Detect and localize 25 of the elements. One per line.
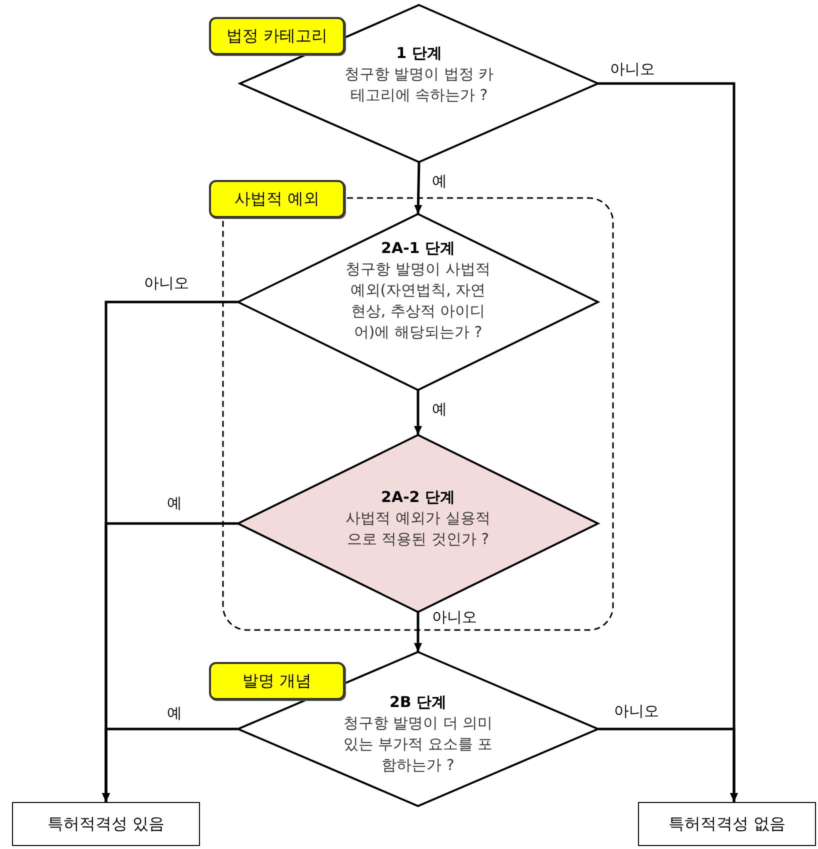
- result-box: 특허적격성 있음: [12, 802, 200, 846]
- edge-label: 아니오: [430, 608, 479, 626]
- flow-arrow: [102, 728, 238, 802]
- decision-diamond: [238, 214, 598, 390]
- category-tag: 법정 카테고리: [209, 17, 345, 55]
- decision-diamond: [238, 652, 598, 806]
- question-text: 청구항 발명이 더 의미있는 부가적 요소를 포함하는가 ?: [343, 713, 493, 776]
- edge-label: 아니오: [608, 60, 657, 78]
- category-tag: 사법적 예외: [209, 180, 345, 218]
- step-heading: 2A-2 단계: [380, 487, 456, 508]
- question-text: 청구항 발명이 법정 카테고리에 속하는가 ?: [344, 64, 494, 106]
- question-text: 청구항 발명이 사법적 예외(자연법칙, 자연현상, 추상적 아이디어)에 해당되는가 ?: [344, 259, 492, 343]
- flow-arrow: [414, 162, 422, 214]
- result-box: 특허적격성 없음: [638, 802, 816, 846]
- step-heading: 2B 단계: [388, 692, 448, 713]
- flow-arrow: [414, 612, 422, 652]
- flow-arrow: [414, 390, 422, 435]
- category-tag: 발명 개념: [209, 662, 345, 700]
- edge-label: 아니오: [612, 702, 661, 720]
- step-heading: 2A-1 단계: [380, 238, 456, 259]
- question-text: 사법적 예외가 실용적으로 적용된 것인가 ?: [344, 508, 492, 550]
- decision-diamond: [238, 435, 598, 612]
- step-heading: 1 단계: [395, 43, 443, 64]
- edge-label: 아니오: [142, 274, 191, 292]
- flow-arrow: [598, 728, 738, 802]
